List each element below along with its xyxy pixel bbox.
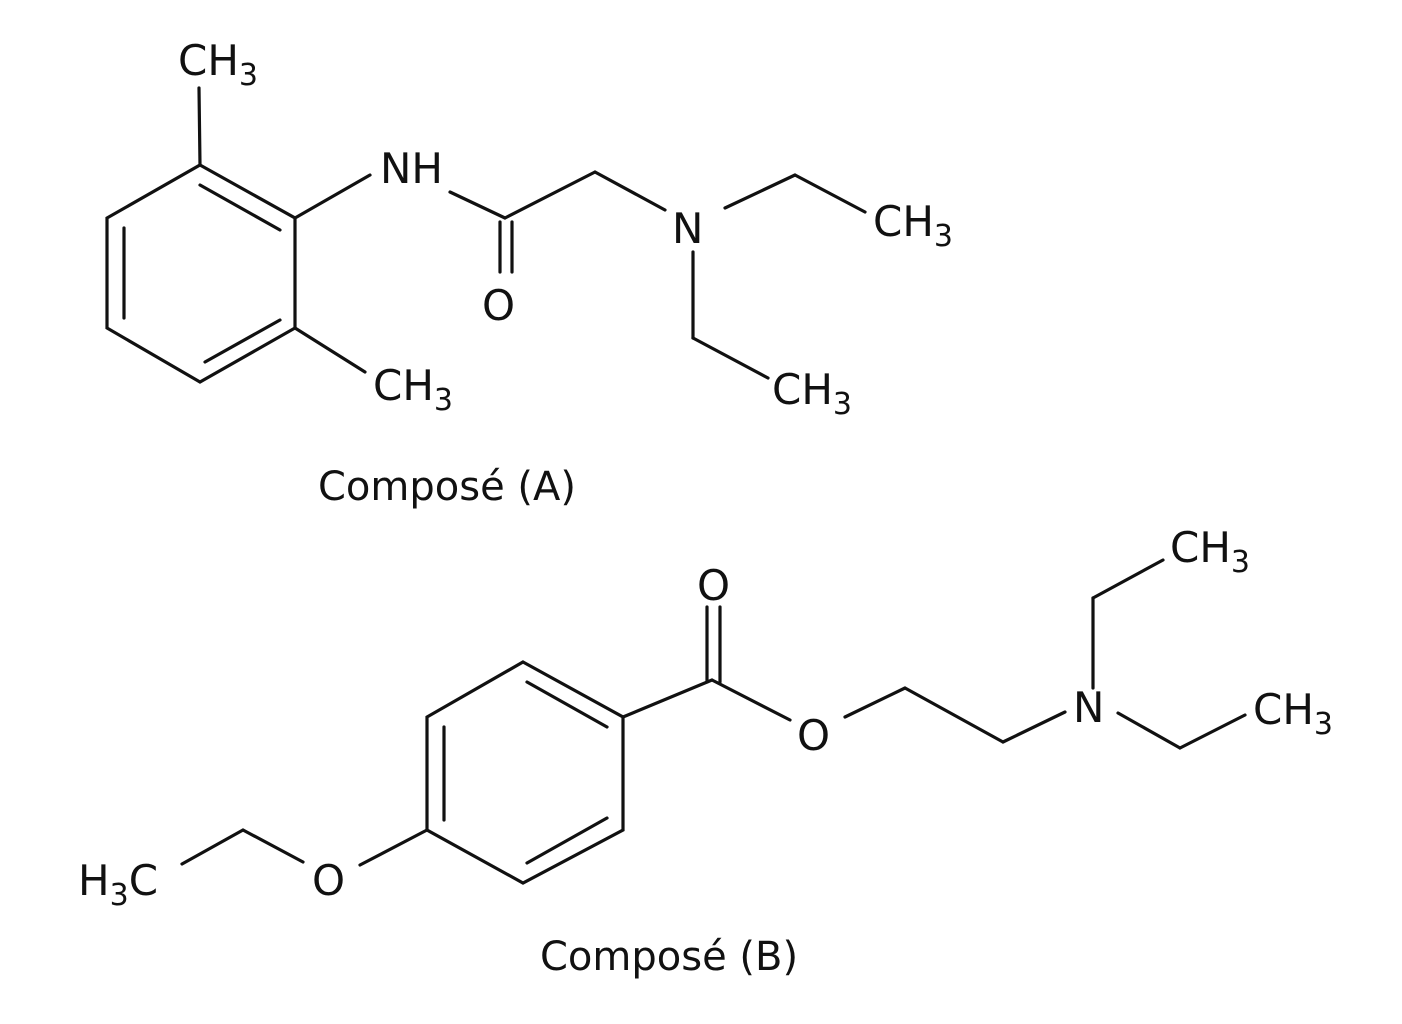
atom-subscript: 3 [934, 219, 953, 254]
bond [1091, 558, 1165, 600]
atom-symbol: H [78, 856, 110, 905]
bond [197, 86, 202, 167]
ring-b-double-bond [525, 816, 609, 865]
compound-b-bonds [180, 558, 1247, 885]
atom-symbol: O [797, 711, 830, 760]
atom-symbol: CH [873, 197, 934, 246]
atom-symbol: O [312, 856, 345, 905]
atom-subscript: 3 [833, 387, 852, 422]
atom-label: N [1073, 683, 1104, 732]
atom-label: CH3 [873, 197, 953, 254]
atom-symbol: CH [178, 36, 239, 85]
atom-symbol: NH [380, 144, 443, 193]
atom-symbol: N [1073, 683, 1104, 732]
atom-symbol: CH [1170, 523, 1231, 572]
ring-a-double-bond [198, 183, 282, 232]
atom-label: O [312, 856, 345, 905]
atom-label: CH3 [1253, 685, 1333, 742]
atom-label: CH3 [373, 361, 453, 418]
atom-symbol: O [482, 281, 515, 330]
atom-symbol: C [129, 856, 158, 905]
atom-label: O [697, 561, 730, 610]
atom-label: CH3 [772, 365, 852, 422]
bond [903, 686, 1005, 744]
bond [1116, 711, 1182, 750]
bond [358, 828, 429, 867]
ring-a-double-bond [203, 318, 282, 364]
atom-subscript: 3 [110, 878, 129, 913]
bond [710, 678, 792, 722]
bond [293, 326, 367, 374]
atom-symbol: CH [772, 365, 833, 414]
benzene-ring-a [105, 163, 297, 384]
atom-subscript: 3 [1231, 545, 1250, 580]
bond [1001, 710, 1067, 744]
atom-label: NH [380, 144, 443, 193]
compound-a-structure: CH3 CH3 NH O N CH3 CH3 Composé (A) [105, 36, 953, 510]
bond [793, 173, 867, 214]
atom-label: N [672, 204, 703, 253]
atom-symbol: CH [1253, 685, 1314, 734]
compound-a-bonds [105, 86, 867, 384]
bond [843, 686, 907, 719]
compound-a-caption: Composé (A) [318, 464, 576, 510]
bond [723, 173, 797, 210]
atom-label: CH3 [178, 36, 258, 93]
atom-symbol: CH [373, 361, 434, 410]
atom-label: O [482, 281, 515, 330]
bond [241, 828, 305, 864]
atom-label: O [797, 711, 830, 760]
bond [691, 336, 770, 380]
ring-b-double-bond [525, 680, 609, 729]
atom-subscript: 3 [239, 58, 258, 93]
bond [1178, 713, 1247, 750]
atom-label: CH3 [1170, 523, 1250, 580]
compound-b-caption: Composé (B) [540, 934, 798, 980]
atom-label: H3C [78, 856, 158, 913]
atom-subscript: 3 [434, 383, 453, 418]
bond [293, 173, 372, 220]
bond [180, 828, 245, 866]
atom-symbol: N [672, 204, 703, 253]
bond [593, 170, 667, 212]
bond [503, 170, 597, 220]
bond [448, 190, 507, 220]
atom-symbol: O [697, 561, 730, 610]
benzene-ring-b [425, 660, 625, 885]
bond [621, 678, 714, 719]
atom-subscript: 3 [1314, 707, 1333, 742]
compound-b-structure: O O N CH3 CH3 O H3C Composé (B) [78, 523, 1333, 980]
